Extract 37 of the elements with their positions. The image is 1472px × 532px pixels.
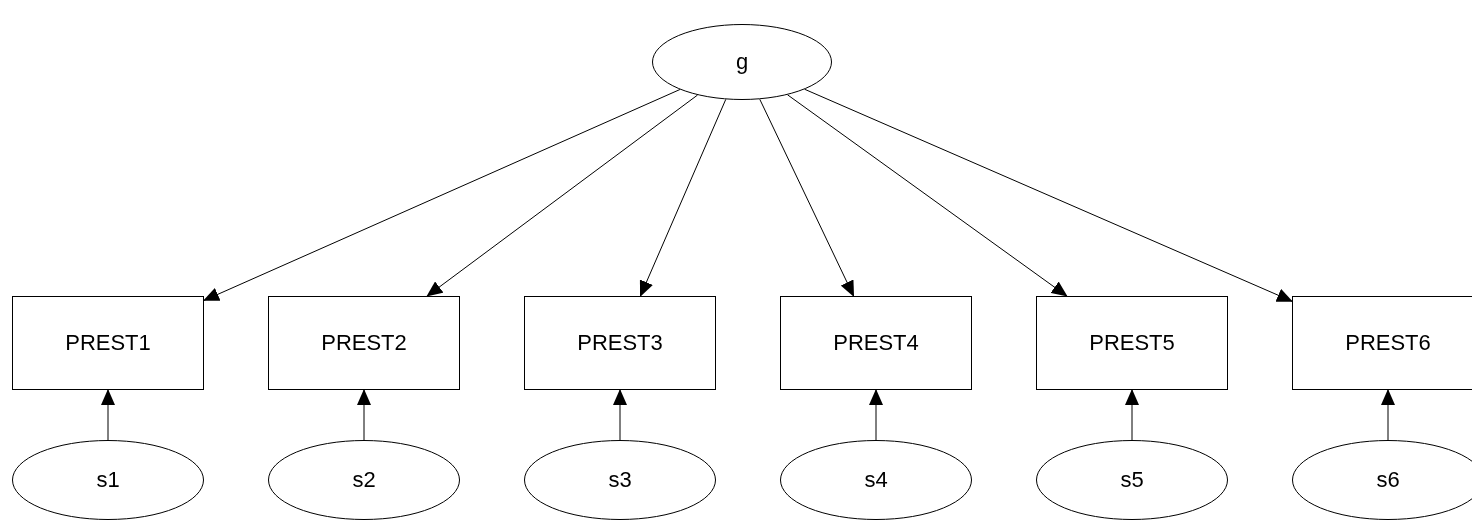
arrow bbox=[787, 94, 1068, 297]
latent-variable-ellipse bbox=[652, 24, 832, 100]
variable-label: s5 bbox=[1120, 467, 1144, 493]
arrow bbox=[1125, 389, 1139, 441]
variable-label: PREST2 bbox=[321, 330, 407, 356]
latent-variable-ellipse bbox=[780, 440, 972, 520]
latent-variable-ellipse bbox=[1036, 440, 1228, 520]
variable-label: PREST3 bbox=[577, 330, 663, 356]
observed-variable-box bbox=[780, 296, 972, 390]
arrow bbox=[804, 88, 1293, 302]
arrow bbox=[639, 98, 727, 297]
variable-label: PREST4 bbox=[833, 330, 919, 356]
latent-variable-ellipse bbox=[524, 440, 716, 520]
variable-label: g bbox=[735, 49, 749, 75]
arrow bbox=[203, 89, 681, 301]
variable-label: s3 bbox=[608, 467, 632, 493]
arrow bbox=[426, 94, 699, 297]
variable-label: PREST1 bbox=[65, 330, 151, 356]
variable-label: s6 bbox=[1376, 467, 1400, 493]
observed-variable-box bbox=[268, 296, 460, 390]
observed-variable-box bbox=[1292, 296, 1472, 390]
observed-variable-box bbox=[12, 296, 204, 390]
observed-variable-box bbox=[524, 296, 716, 390]
variable-label: PREST6 bbox=[1345, 330, 1431, 356]
variable-label: s2 bbox=[352, 467, 376, 493]
latent-variable-ellipse bbox=[12, 440, 204, 520]
arrow bbox=[613, 389, 627, 441]
observed-variable-box bbox=[1036, 296, 1228, 390]
variable-label: PREST5 bbox=[1089, 330, 1175, 356]
arrow bbox=[357, 389, 371, 441]
latent-variable-ellipse bbox=[268, 440, 460, 520]
variable-label: s1 bbox=[96, 467, 120, 493]
arrow bbox=[1381, 389, 1395, 441]
arrow bbox=[101, 389, 115, 441]
arrow bbox=[759, 98, 855, 297]
arrow bbox=[869, 389, 883, 441]
variable-label: s4 bbox=[864, 467, 888, 493]
